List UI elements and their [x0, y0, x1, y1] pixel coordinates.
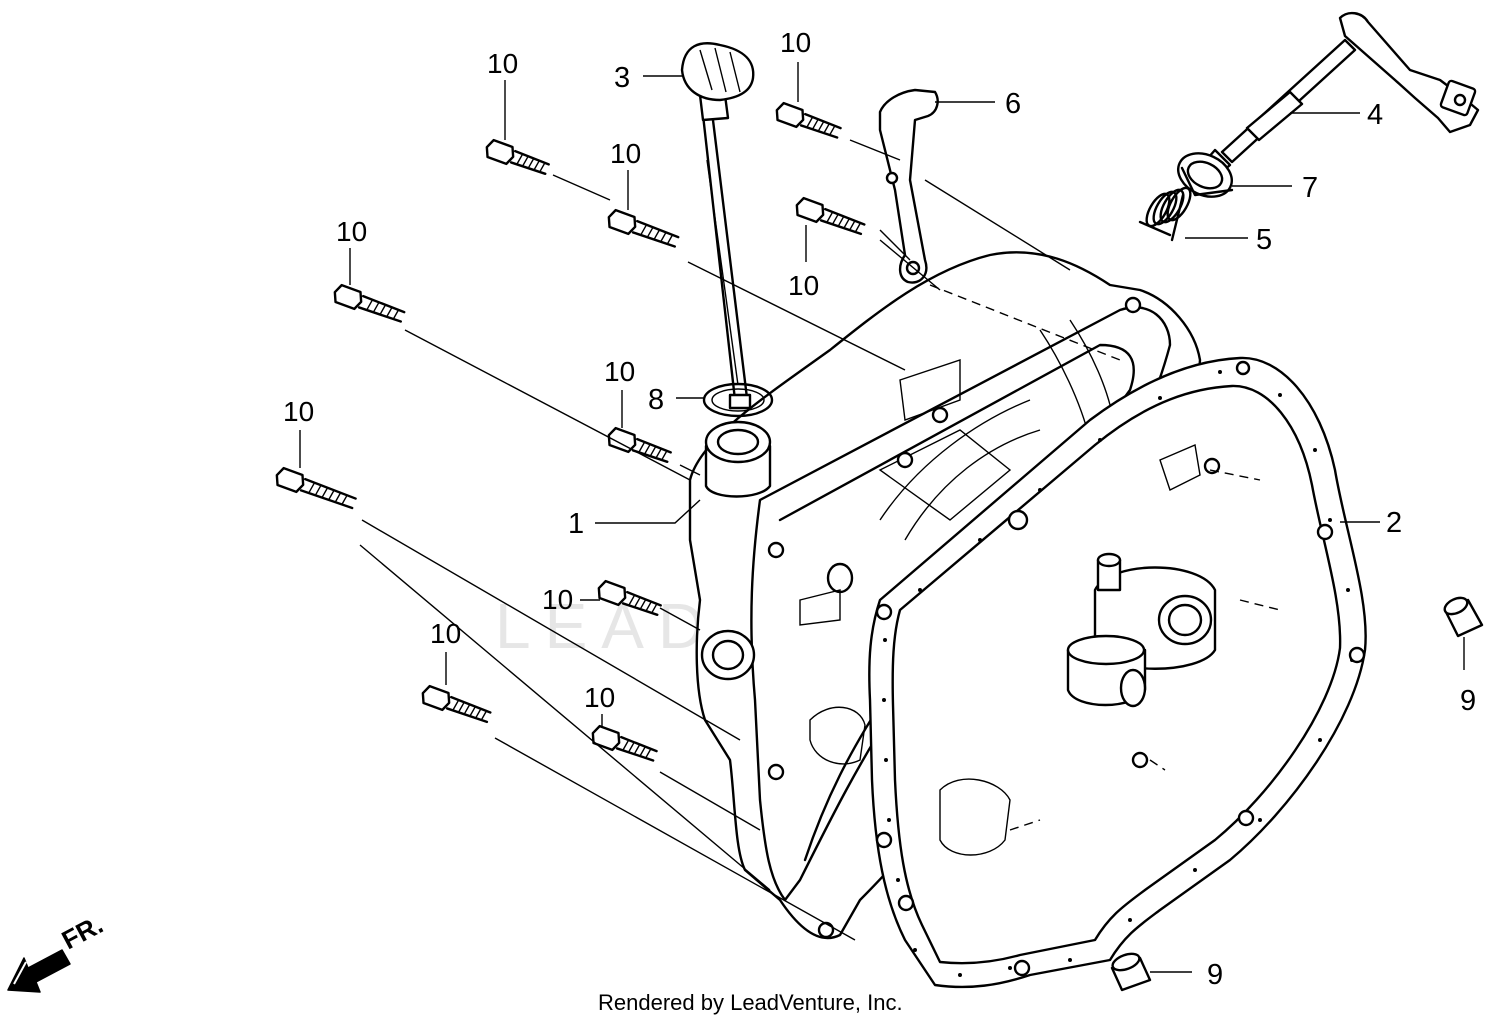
callout-9-upper: 9 [1460, 685, 1476, 717]
callout-7: 7 [1302, 172, 1318, 204]
callout-4: 4 [1367, 99, 1383, 131]
bolt-10-e[interactable] [606, 426, 672, 466]
bolt-10-i[interactable] [420, 684, 492, 726]
bolt-label-10-f: 10 [780, 27, 811, 58]
bolt-label-10-b: 10 [610, 138, 641, 169]
bolt-10-d[interactable] [274, 466, 357, 512]
crankcase-internals [939, 444, 1217, 856]
bolt-label-10-a: 10 [487, 48, 518, 79]
bolt-label-10-j: 10 [584, 682, 615, 713]
bolt-10-j[interactable] [590, 724, 658, 764]
part-7-oil-seal[interactable] [1171, 145, 1239, 205]
bolt-10-a[interactable] [484, 138, 550, 178]
bolt-label-10-c: 10 [336, 216, 367, 247]
bolt-10-f[interactable] [774, 101, 842, 141]
bolt-10-b[interactable] [606, 208, 680, 251]
bolt-label-ticks [299, 62, 807, 728]
bolt-label-10-i: 10 [430, 618, 461, 649]
bolt-label-10-h: 10 [542, 584, 573, 615]
bolt-label-10-d: 10 [283, 396, 314, 427]
callout-5: 5 [1256, 224, 1272, 256]
part-9-dowel-pin-upper[interactable] [1442, 595, 1484, 638]
bolt-10-c[interactable] [332, 283, 406, 326]
part-8-o-ring[interactable] [702, 382, 774, 418]
callout-6: 6 [1005, 88, 1021, 120]
bolt-label-10-e: 10 [604, 356, 635, 387]
callout-9-lower: 9 [1207, 959, 1223, 991]
front-direction-arrow: FR. [7, 909, 108, 993]
bolt-label-10-g: 10 [788, 270, 819, 301]
callout-1: 1 [568, 508, 584, 540]
render-credit: Rendered by LeadVenture, Inc. [598, 990, 903, 1015]
bolt-10-h[interactable] [596, 579, 662, 619]
leader-lines [595, 75, 1380, 973]
part-6-stop-plate[interactable] [878, 88, 939, 284]
callout-8: 8 [648, 384, 664, 416]
part-3-dipstick[interactable] [680, 42, 755, 410]
bolt-10-g[interactable] [794, 196, 866, 238]
callout-2: 2 [1386, 507, 1402, 539]
part-9-dowel-pin-lower[interactable] [1110, 951, 1152, 992]
callout-3: 3 [614, 62, 630, 94]
part-4-governor-arm[interactable] [1206, 11, 1480, 174]
alignment-lines [359, 139, 1465, 941]
front-direction-label: FR. [57, 909, 108, 955]
part-5-spring[interactable] [1138, 184, 1195, 242]
